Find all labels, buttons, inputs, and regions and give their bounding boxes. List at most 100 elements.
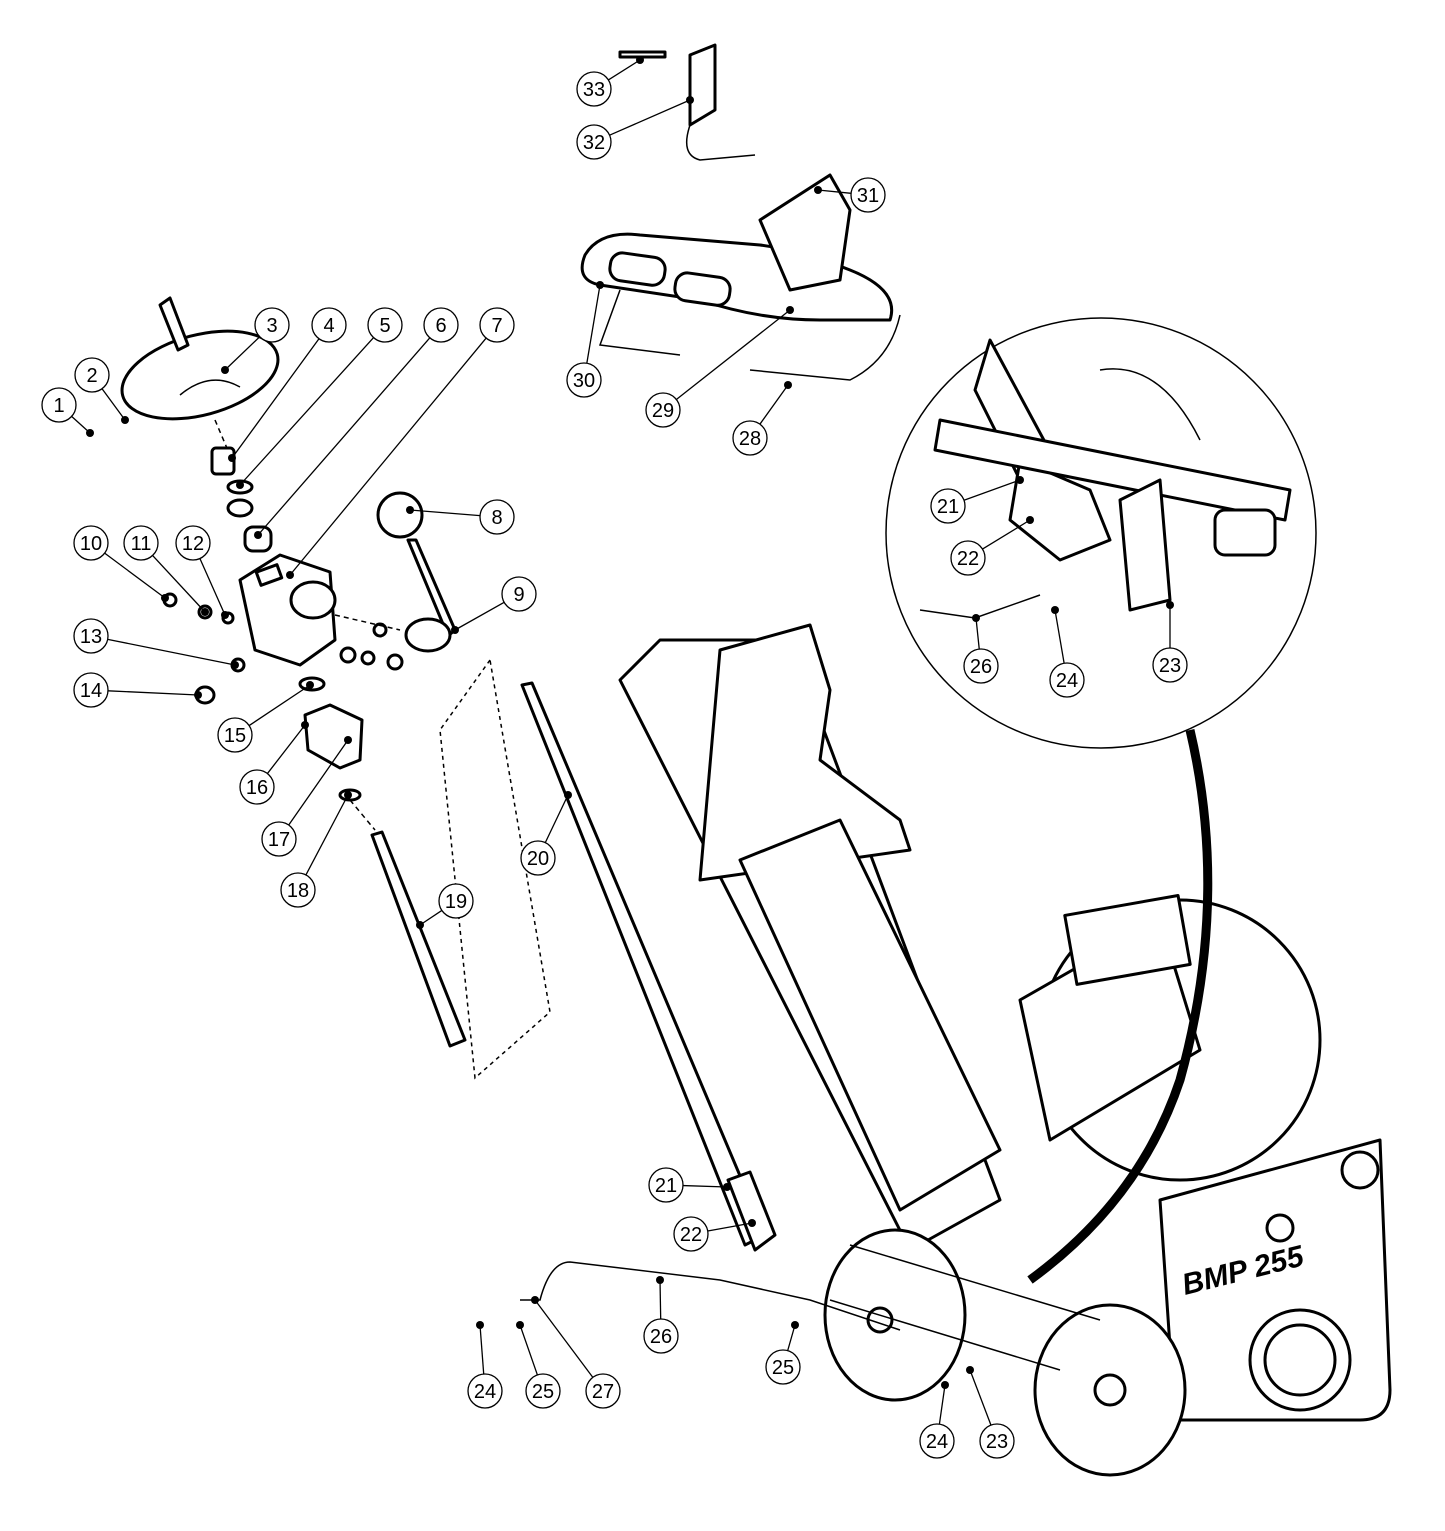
callout-circle [963,648,999,684]
callout-7: 7 [286,307,515,579]
callout-label: 7 [491,315,502,337]
callout-label: 6 [435,315,446,337]
callout-label: 9 [513,584,524,606]
leader-dot [161,594,169,602]
shaft-19 [370,830,467,1048]
callout-28: 28 [732,381,792,456]
callout-circle [501,576,537,612]
callout-label: 19 [445,891,467,913]
callout-15: 15 [217,681,314,753]
leader-line [231,338,320,459]
leader-dot [1166,601,1174,609]
callout-21: 21 [648,1167,731,1203]
callout-circle [423,307,459,343]
leader-line [675,309,791,400]
callout-6: 6 [254,307,459,539]
callout-label: 24 [926,1431,948,1453]
detail-callout-22: 22 [950,516,1034,576]
leader-dot [656,1276,664,1284]
callout-circle [648,1167,684,1203]
callout-23: 23 [966,1366,1015,1459]
callout-circle [467,1373,503,1409]
callout-label: 14 [80,680,102,702]
leader-dot [86,429,94,437]
callout-26: 26 [643,1276,679,1354]
callout-31: 31 [814,177,886,213]
callout-9: 9 [451,576,537,634]
leader-dot [194,691,202,699]
leader-line [257,337,431,536]
leader-line [969,1369,992,1426]
callout-label: 21 [937,496,959,518]
leader-line [544,794,569,843]
leader-dot [748,1219,756,1227]
callout-circle [254,307,290,343]
callout-label: 2 [86,365,97,387]
callout-label: 28 [739,428,761,450]
callout-10: 10 [73,525,169,602]
leader-line [975,617,980,650]
callout-label: 8 [491,507,502,529]
leader-dot [686,96,694,104]
callout-label: 18 [287,880,309,902]
callout-circle [645,392,681,428]
callout-3: 3 [221,307,290,374]
leader-line [982,519,1031,550]
callout-label: 1 [53,395,64,417]
leader-dot [786,306,794,314]
leader-dot [636,56,644,64]
leader-line [152,555,206,613]
callout-label: 12 [182,533,204,555]
leader-line [1054,609,1065,664]
callout-label: 23 [1159,655,1181,677]
callout-22: 22 [673,1216,756,1252]
leader-dot [791,1321,799,1329]
callout-19: 19 [416,883,474,929]
callout-label: 22 [957,548,979,570]
leader-line [248,684,311,727]
leader-line [239,337,375,486]
leader-line [199,558,226,616]
detail-view [885,317,1317,749]
leader-line [104,552,166,599]
callout-circle [73,618,109,654]
leader-line [707,1222,753,1232]
callout-label: 5 [379,315,390,337]
callout-circle [765,1349,801,1385]
callout-circle [74,357,110,393]
callout-label: 25 [772,1357,794,1379]
callout-circle [280,872,316,908]
callout-circle [479,307,515,343]
callout-1: 1 [41,387,94,437]
callout-circle [41,387,77,423]
callout-circle [175,525,211,561]
leader-dot [476,1321,484,1329]
callout-label: 29 [652,400,674,422]
leader-line [107,690,199,696]
callout-circle [919,1423,955,1459]
leader-line [608,59,641,81]
callout-8: 8 [406,499,515,535]
leader-line [534,1299,594,1378]
leader-dot [344,736,352,744]
callout-label: 26 [970,656,992,678]
leader-line [609,99,691,136]
callout-27: 27 [531,1296,621,1409]
leader-line [963,479,1021,501]
callout-circle [479,499,515,535]
leader-line [266,724,306,774]
leader-dot [814,186,822,194]
callout-circle [979,1423,1015,1459]
callout-16: 16 [239,721,309,805]
leader-dot [723,1183,731,1191]
callout-label: 10 [80,533,102,555]
callout-circle [525,1373,561,1409]
leader-line [71,415,91,434]
callout-label: 33 [583,79,605,101]
callout-label: 4 [323,315,334,337]
leader-dot [531,1296,539,1304]
detail-connector [1027,728,1213,1284]
handwheel [120,296,280,421]
leader-dot [228,454,236,462]
gearbox-housing [162,538,457,802]
